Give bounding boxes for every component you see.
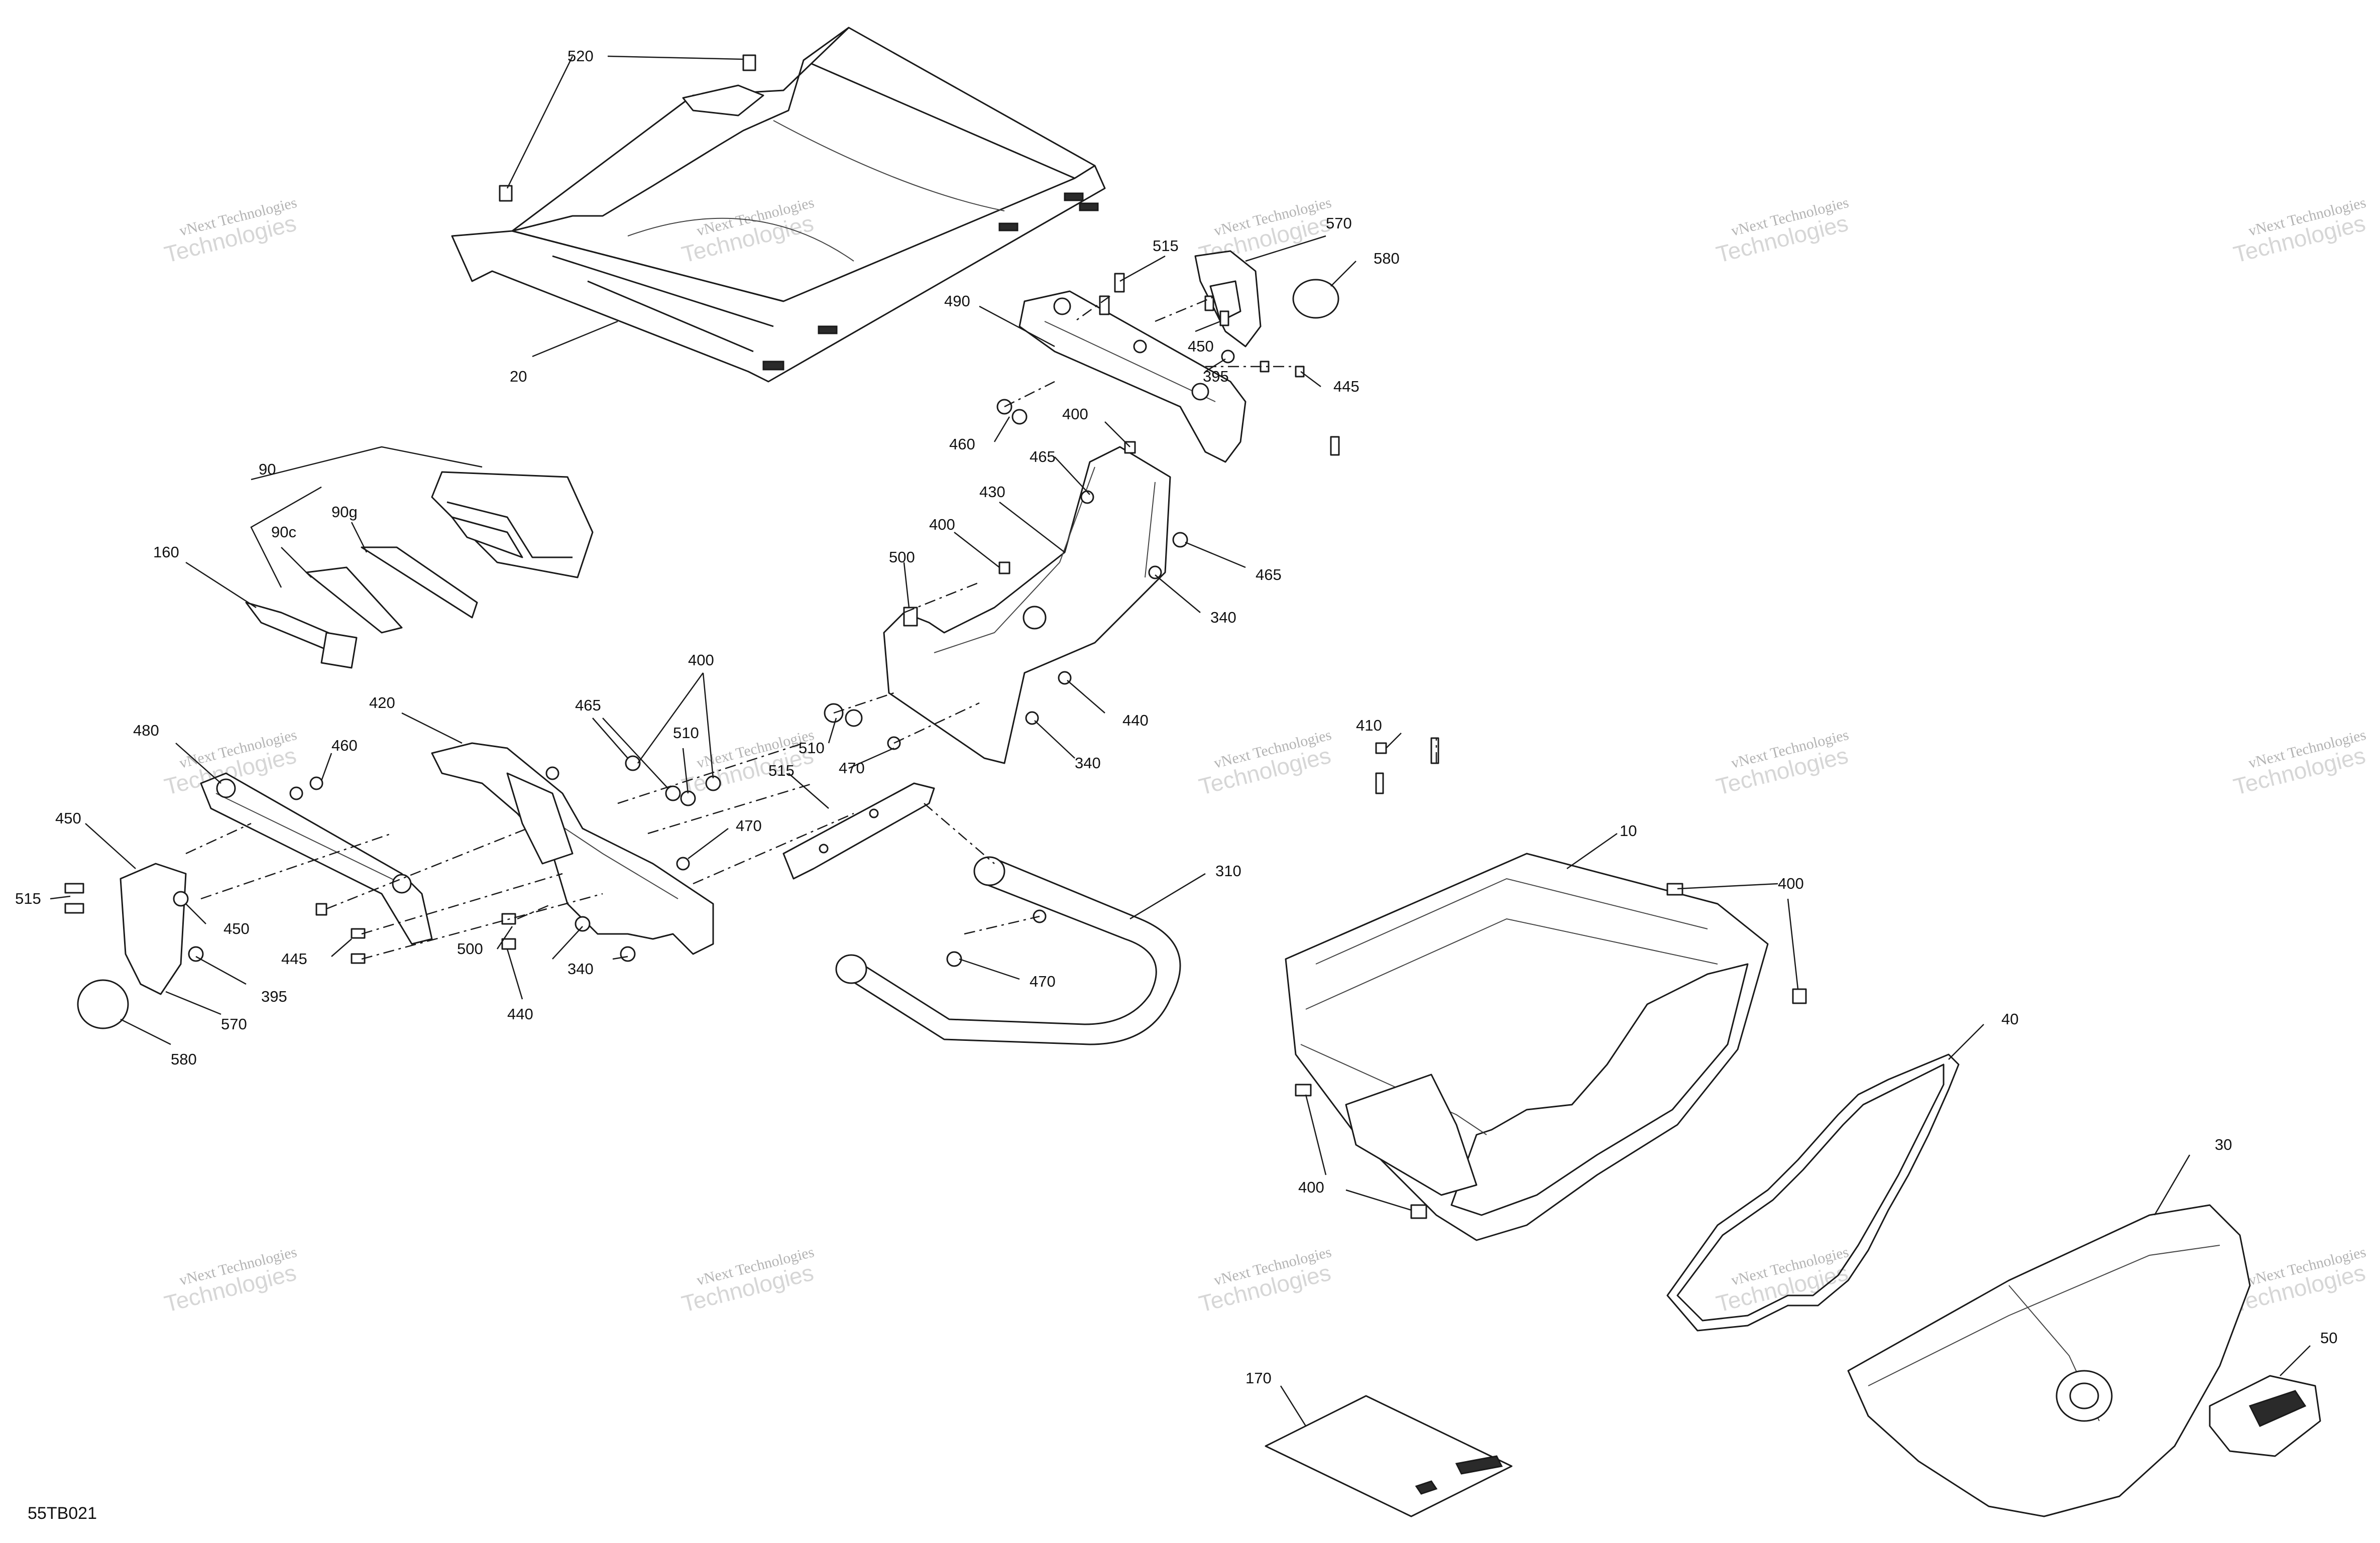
cover-plate-570 [1194, 250, 1262, 347]
callout-580: 580 [1374, 250, 1400, 267]
callout-510: 510 [799, 739, 825, 757]
leader-lines [50, 55, 2311, 1427]
watermark: Technologies vNext Technologies [679, 194, 816, 268]
callout-520: 520 [568, 47, 594, 65]
callout-515: 515 [768, 762, 795, 779]
callout-340: 340 [1210, 609, 1236, 626]
callout-450: 450 [1188, 337, 1214, 355]
callout-170: 170 [1245, 1369, 1272, 1387]
callout-10: 10 [1620, 822, 1637, 840]
callout-400: 400 [688, 651, 714, 669]
assembly-lines [185, 295, 1437, 960]
callout-410: 410 [1356, 717, 1382, 734]
watermark: Technologies vNext Technologies [1714, 1244, 1851, 1317]
callout-440: 440 [1122, 711, 1149, 729]
watermark: Technologies vNext Technologies [162, 1244, 299, 1317]
callout-340: 340 [1075, 754, 1101, 772]
callout-480: 480 [133, 722, 159, 739]
watermark: Technologies vNext Technologies [1714, 194, 1851, 268]
callout-40: 40 [2001, 1010, 2018, 1028]
callout-515: 515 [15, 890, 41, 907]
watermark: Technologies vNext Technologies [2231, 727, 2368, 800]
watermark: Technologies vNext Technologies [679, 1244, 816, 1317]
callout-465: 465 [1256, 566, 1282, 583]
tool-kit-90 [245, 471, 594, 669]
callout-470: 470 [839, 759, 865, 777]
manual-part-170 [1265, 1395, 1513, 1517]
callout-400: 400 [1298, 1178, 1324, 1196]
callout-450: 450 [55, 809, 81, 827]
callout-395: 395 [1203, 368, 1229, 385]
callout-50: 50 [2320, 1329, 2337, 1347]
callout-460: 460 [949, 435, 975, 453]
push-rivet-520 [499, 54, 756, 202]
callout-395: 395 [261, 988, 287, 1005]
callout-400: 400 [1062, 405, 1088, 423]
callout-400: 400 [929, 516, 955, 533]
watermark: Technologies vNext Technologies [162, 194, 299, 268]
support-part-430 [883, 446, 1171, 764]
callout-580: 580 [171, 1050, 197, 1068]
watermark: Technologies vNext Technologies [1714, 727, 1851, 800]
callout-labels: 520 20 515 570 580 490 450 395 445 400 4… [15, 47, 2337, 1387]
callout-440: 440 [507, 1005, 533, 1023]
callout-90g: 90g [331, 503, 358, 521]
callout-400: 400 [1778, 875, 1804, 892]
callout-450: 450 [223, 920, 250, 937]
callout-430: 430 [979, 483, 1005, 501]
callout-570: 570 [1326, 214, 1352, 232]
bracket-part-420 [431, 742, 714, 955]
callout-500: 500 [889, 548, 915, 566]
callout-465: 465 [575, 696, 601, 714]
lid-part-30 [1847, 1204, 2251, 1517]
handle-part-310 [835, 856, 1181, 1045]
callout-340: 340 [568, 960, 594, 978]
cap-580 [1292, 279, 1339, 319]
callout-20: 20 [510, 368, 527, 385]
callout-460: 460 [331, 737, 358, 754]
bracket-part-490 [1018, 290, 1246, 463]
callout-465: 465 [1030, 448, 1056, 465]
callout-500: 500 [457, 940, 483, 958]
watermark: Technologies vNext Technologies [1196, 727, 1333, 800]
callout-515: 515 [1153, 237, 1179, 255]
plate-part-510 [782, 782, 935, 880]
callout-570: 570 [221, 1015, 247, 1033]
callout-510: 510 [673, 724, 699, 742]
callout-90: 90 [259, 460, 276, 478]
callout-470: 470 [736, 817, 762, 835]
diagram-code: 55TB021 [28, 1504, 97, 1523]
callout-420: 420 [369, 694, 395, 711]
watermark: Technologies vNext Technologies [2231, 194, 2368, 268]
callout-310: 310 [1215, 862, 1241, 880]
seal-part-40 [1666, 1053, 1960, 1332]
cover-plate-570-left [120, 863, 187, 995]
cap-580-left [77, 979, 129, 1029]
tray-part-20 [451, 27, 1106, 383]
storage-box-part-10 [1285, 853, 1769, 1241]
callout-30: 30 [2215, 1136, 2232, 1153]
callout-445: 445 [281, 950, 307, 968]
latch-part-50 [2209, 1375, 2321, 1457]
callout-160: 160 [153, 543, 179, 561]
callout-470: 470 [1030, 973, 1056, 990]
callout-490: 490 [944, 292, 970, 310]
watermark: Technologies vNext Technologies [1196, 1244, 1333, 1317]
callout-445: 445 [1333, 378, 1359, 395]
callout-90c: 90c [271, 523, 296, 541]
